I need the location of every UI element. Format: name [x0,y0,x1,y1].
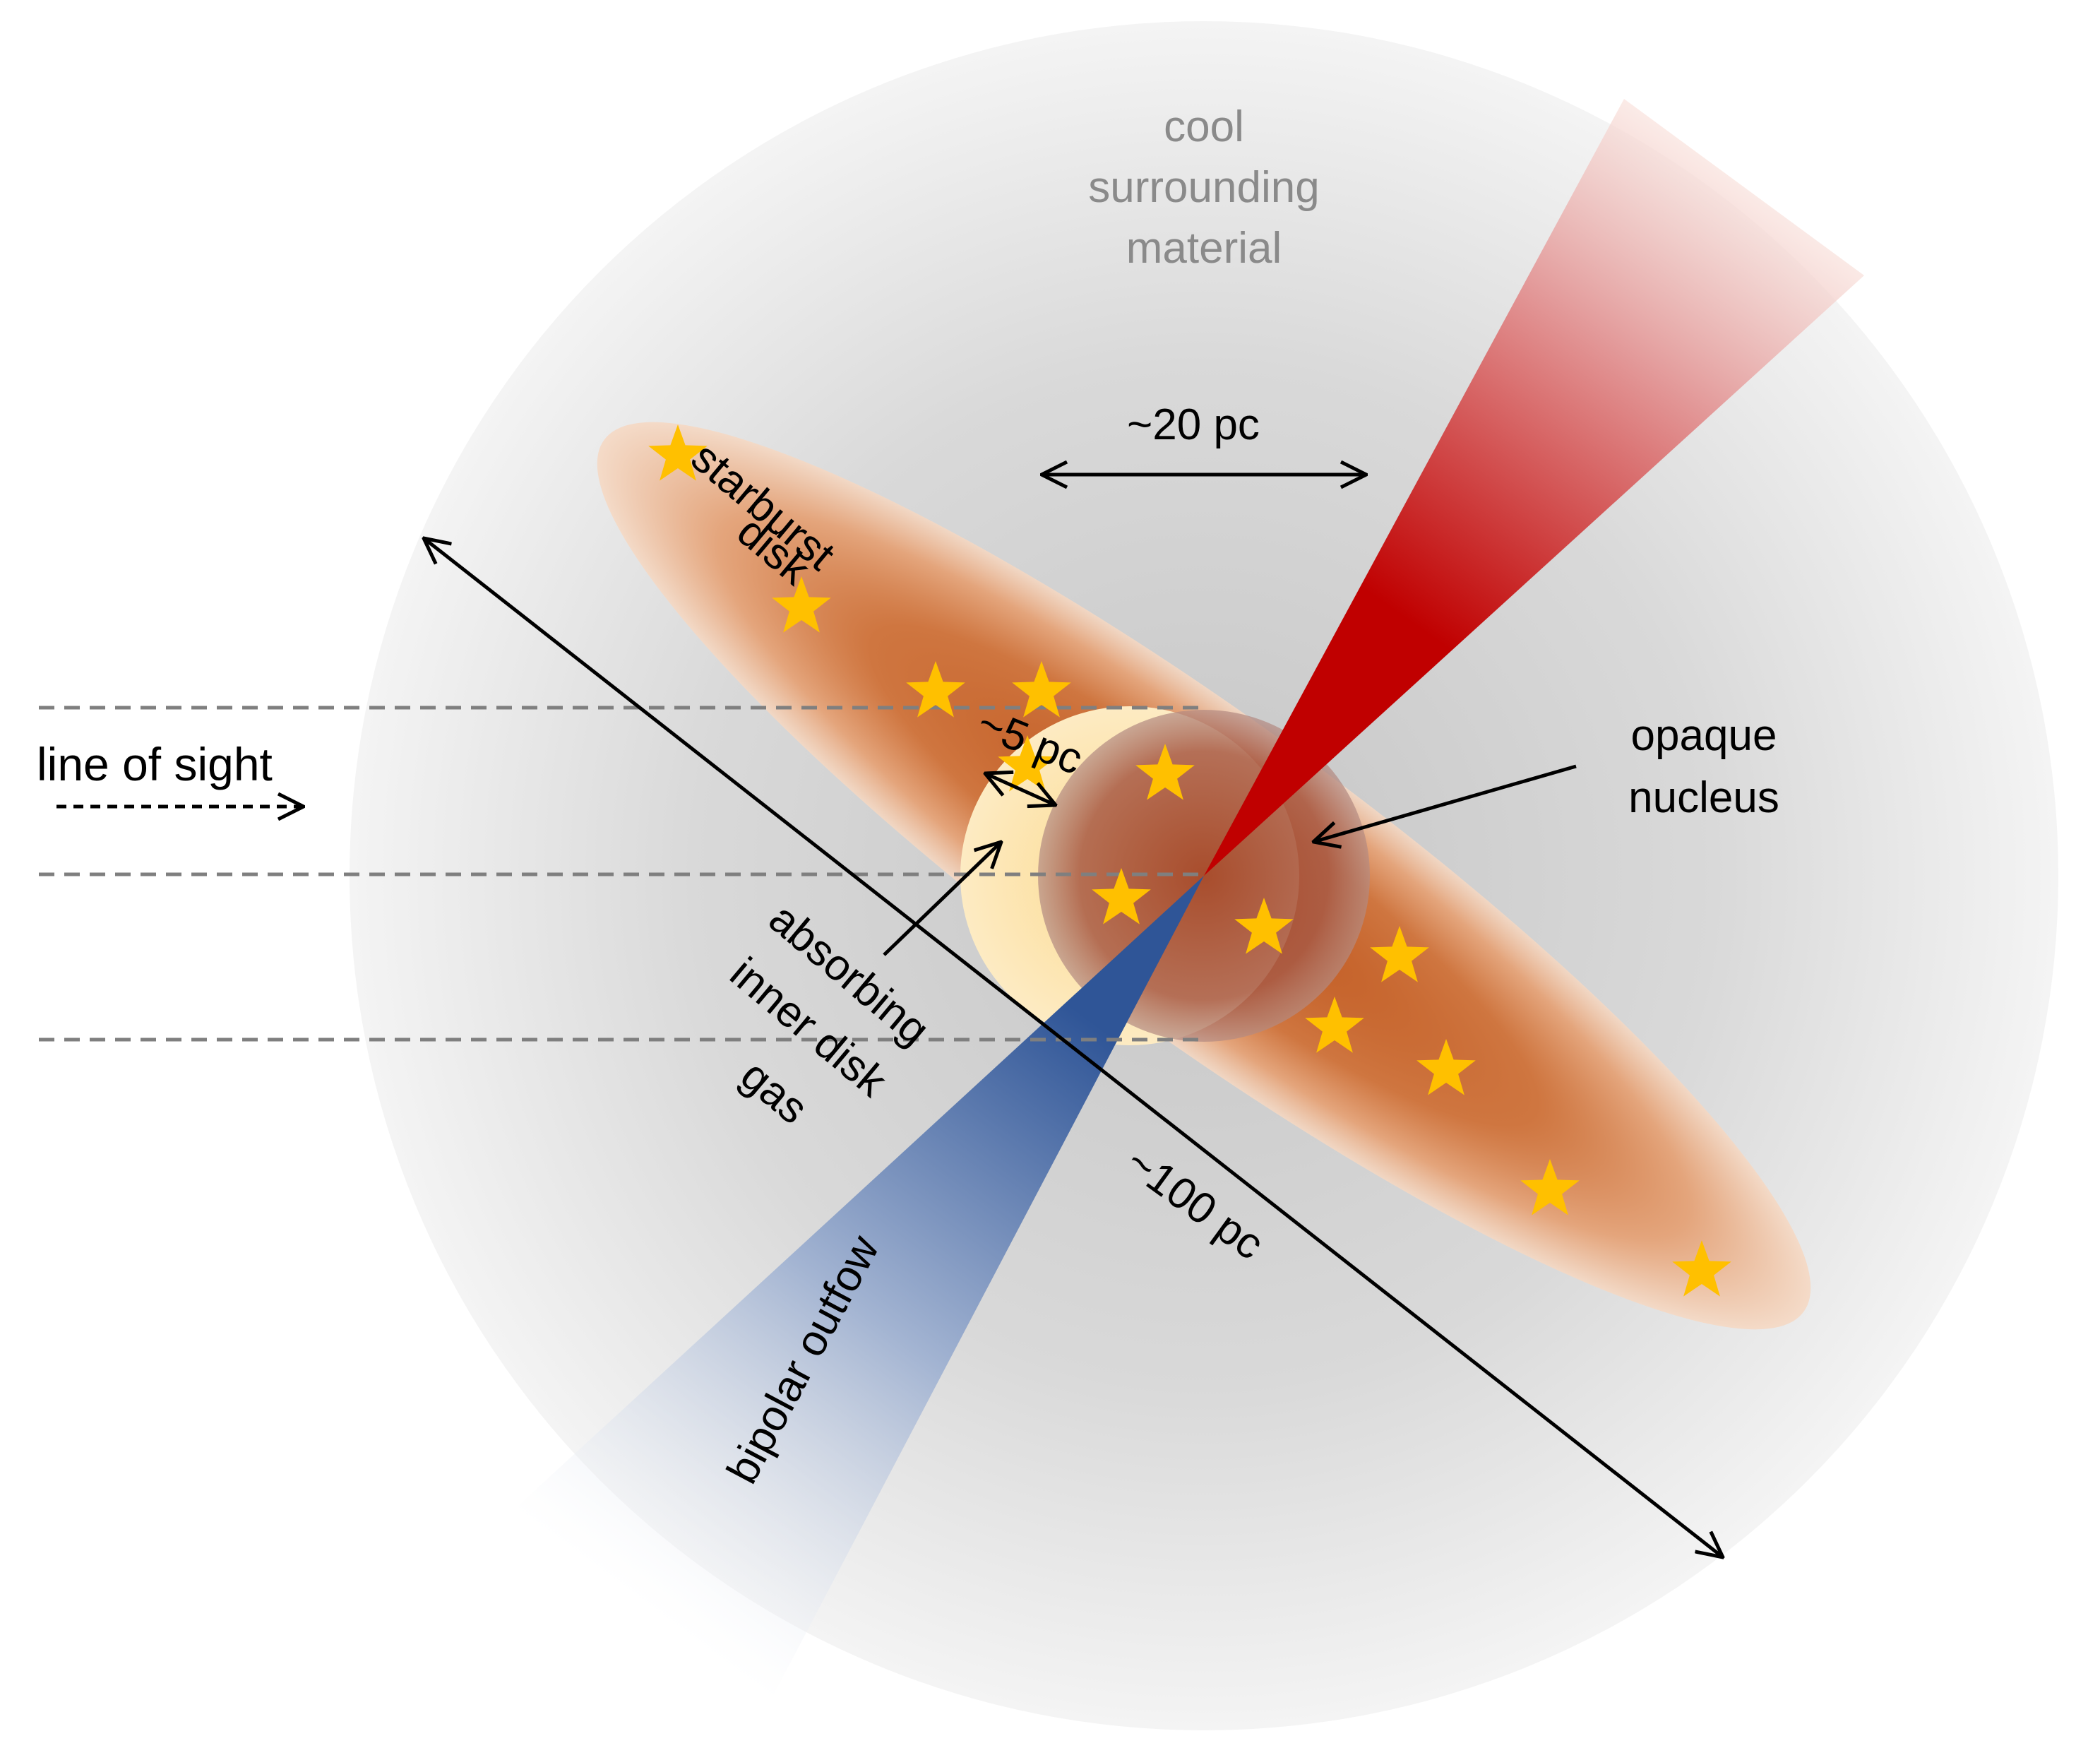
label-cool-line-1: cool [1164,102,1244,151]
label-cool-line-2: surrounding [1088,163,1319,212]
arrow-5pc [985,773,1056,805]
label-20pc: ~20 pc [1127,400,1260,449]
arrow-100pc [424,538,1723,1557]
label-cool-line-3: material [1126,224,1282,273]
label-opaque-line-1: opaque [1631,711,1777,760]
label-line-of-sight: line of sight [37,738,273,790]
star-1 [648,424,708,481]
label-opaque-line-2: nucleus [1628,773,1779,822]
arrow-absorbing-gas [883,842,1001,956]
arrow-opaque-nucleus [1313,764,1577,842]
